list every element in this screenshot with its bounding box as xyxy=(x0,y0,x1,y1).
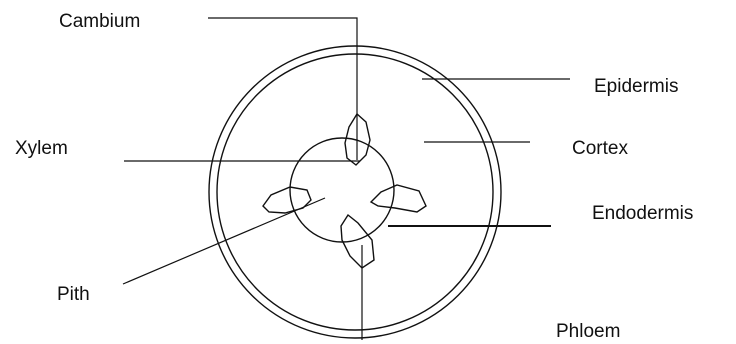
label-pith: Pith xyxy=(57,284,90,306)
left-vascular-lobe xyxy=(263,187,311,213)
right-vascular-lobe xyxy=(371,185,426,212)
epidermis-inner-ring xyxy=(217,54,493,330)
label-xylem: Xylem xyxy=(15,138,68,160)
label-cambium: Cambium xyxy=(59,11,140,33)
epidermis-outer-ring xyxy=(209,46,501,338)
label-phloem: Phloem xyxy=(556,321,620,343)
pith-leader-line xyxy=(123,198,325,284)
label-epidermis: Epidermis xyxy=(594,76,678,98)
label-endodermis: Endodermis xyxy=(592,203,693,225)
label-cortex: Cortex xyxy=(572,138,628,160)
